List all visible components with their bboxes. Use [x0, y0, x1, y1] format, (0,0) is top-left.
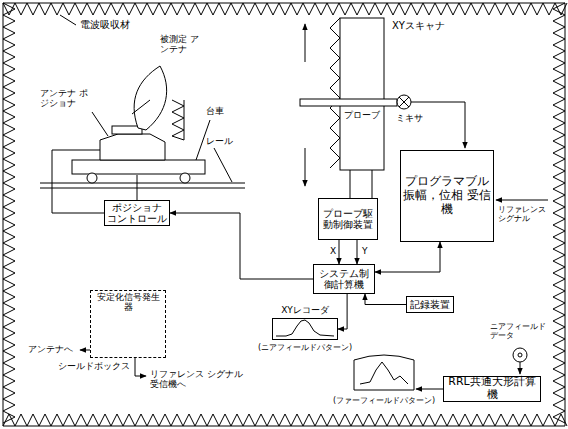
leader-line — [214, 148, 232, 182]
connector — [365, 294, 406, 305]
tape-reel — [513, 348, 527, 362]
signal-name: リファレンス シグナル — [498, 205, 550, 223]
absorber-pad — [172, 100, 184, 140]
connector — [416, 389, 443, 390]
leader-line — [60, 15, 232, 182]
xy-scanner — [330, 18, 340, 168]
material-label: 電波吸収材 — [80, 19, 130, 31]
scanner-mount — [350, 170, 351, 198]
tape-reel — [518, 353, 522, 357]
antenna-positioner — [100, 134, 165, 160]
signal-name: リファレンス シグナル 受信機へ — [150, 369, 250, 390]
box-caption: (ファーフィールドパターン) — [333, 396, 435, 405]
absorber-teeth — [3, 3, 567, 426]
antenna-under-test — [132, 66, 167, 130]
part-label: 台車 — [206, 106, 224, 116]
screen-outline — [354, 355, 414, 390]
part-label: レール — [206, 136, 233, 146]
recorder-box: 記録装置 — [406, 296, 454, 313]
shield-box: 安定化信号発生器 — [90, 290, 166, 358]
absorber-border — [3, 3, 567, 426]
mixer-symbol — [411, 102, 465, 148]
probe — [300, 99, 397, 106]
control-box: プローブ駆動制御装置 — [318, 198, 378, 240]
absorber-pad — [172, 100, 184, 140]
positioner-wire — [52, 150, 104, 213]
far-field-curve — [360, 362, 408, 384]
scan-arrow — [305, 148, 306, 186]
part-label: プローブ — [344, 110, 380, 120]
part-label: ミキサ — [396, 113, 423, 123]
signal-name: アンテナへ — [28, 344, 73, 354]
cart — [72, 160, 205, 183]
box-text: 安定化信号発生器 — [93, 293, 163, 313]
connector — [338, 294, 347, 329]
positioner-wire — [137, 175, 138, 200]
computer-box: RRL共通大形計算機 — [443, 376, 541, 402]
reference-signal-wire — [496, 200, 548, 201]
part-label: シールドボックス — [58, 362, 130, 372]
plotter-box: XYレコーダ(ニアフィールドパターン) — [272, 318, 338, 340]
cart — [72, 160, 205, 174]
box-text: ポジショナ コントロール — [107, 202, 167, 225]
box-text: システム制御計算機 — [316, 268, 372, 291]
scan-arrow — [305, 24, 306, 62]
probe — [300, 99, 397, 106]
cart — [87, 173, 97, 183]
leader-line — [92, 112, 108, 136]
tape-reel — [520, 362, 521, 374]
tape-reel — [513, 348, 527, 374]
rail — [40, 183, 245, 188]
part-label: 被測定 アンテナ — [160, 34, 202, 55]
antenna-positioner — [100, 126, 165, 160]
mixer-symbol — [397, 95, 411, 109]
antenna-under-test — [134, 66, 167, 130]
box-text: RRL共通大形計算機 — [446, 376, 538, 401]
signal-name: X — [329, 247, 337, 256]
receiver-box: プログラマブル 振幅，位相 受信機 — [400, 150, 494, 242]
antenna-under-test — [132, 100, 150, 114]
xy-scanner — [340, 18, 384, 170]
box-text: 記録装置 — [410, 299, 450, 311]
part-label: アンテナ ポジショナ — [40, 88, 92, 109]
leader-line — [60, 15, 76, 25]
box-text: プローブ駆動制御装置 — [321, 208, 375, 231]
computer-box: システム制御計算機 — [313, 264, 375, 294]
reference-signal-wire — [496, 200, 548, 201]
connector — [339, 240, 340, 264]
rail — [40, 188, 245, 189]
near-field-plot — [276, 320, 334, 336]
box-text: プログラマブル 振幅，位相 受信機 — [403, 175, 491, 216]
scanner-mount — [372, 170, 373, 198]
mixer-symbol — [397, 95, 465, 148]
box-caption: (ニアフィールドパターン) — [258, 343, 352, 352]
control-box: ポジショナ コントロール — [104, 200, 170, 226]
rail — [40, 183, 245, 184]
near-field-plot — [276, 320, 334, 336]
connector — [375, 242, 440, 272]
mixer-symbol — [399, 97, 409, 107]
scanner-mount — [350, 170, 372, 198]
absorber-pad — [184, 100, 185, 140]
part-label: XYスキャナ — [392, 20, 445, 32]
signal-name: Y — [361, 247, 369, 256]
mixer-symbol — [399, 97, 409, 107]
box-heading: XYレコーダ — [281, 305, 329, 315]
xy-scanner — [330, 18, 384, 170]
display-screen: (ファーフィールドパターン) — [352, 352, 416, 392]
screen-outline — [352, 352, 416, 392]
connector — [357, 240, 358, 264]
cart — [180, 173, 190, 183]
data-label: ニアフィールド データ — [490, 322, 550, 340]
connector — [170, 213, 313, 279]
